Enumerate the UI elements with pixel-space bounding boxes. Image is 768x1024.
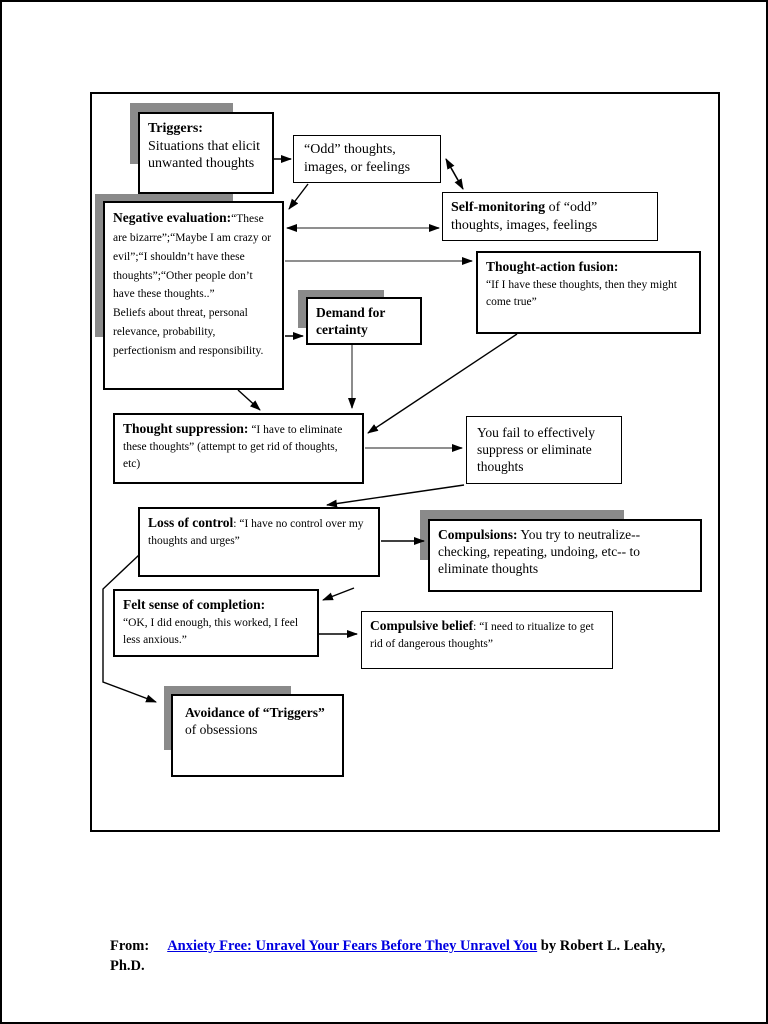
odd-thoughts-box: “Odd” thoughts, images, or feelings — [293, 135, 441, 183]
loss-of-control-text: Loss of control — [148, 515, 234, 530]
thought-suppression-text: “I have to eliminate these thoughts” (at… — [123, 424, 343, 470]
caption-author: by Robert L. Leahy, Ph.D. — [110, 938, 666, 975]
fail-suppress-box: You fail to effectively suppress or elim… — [466, 416, 622, 484]
avoidance-text: Avoidance of “Triggers” — [185, 705, 325, 720]
demand-certainty-text: Demand for certainty — [316, 305, 386, 337]
compulsive-belief-text: Compulsive belief — [370, 618, 474, 633]
triggers-text: Triggers: — [148, 121, 203, 136]
thought-suppression-text: Thought suppression: — [123, 421, 249, 436]
self-monitoring-box: Self-monitoring of “odd” thoughts, image… — [442, 192, 658, 241]
triggers-text: Situations that elicit unwanted thoughts — [148, 138, 260, 172]
self-monitoring-text: Self-monitoring — [451, 200, 546, 215]
compulsive-belief-box: Compulsive belief: “I need to ritualize … — [361, 611, 613, 669]
negative-evaluation-text: “These are bizarre”;“Maybe I am crazy or… — [113, 213, 272, 301]
thought-action-fusion-text: “If I have these thoughts, then they mig… — [486, 278, 677, 308]
triggers-box: Triggers: Situations that elicit unwanted… — [138, 112, 274, 194]
loss-of-control-text: : “I have no control over my thoughts an… — [148, 518, 364, 547]
demand-certainty-box: Demand for certainty — [306, 297, 422, 345]
avoidance-box: Avoidance of “Triggers” of obsessions — [171, 694, 344, 777]
negative-evaluation-text: Beliefs about threat, personal relevance… — [113, 307, 264, 358]
odd-thoughts-text: “Odd” thoughts, images, or feelings — [304, 142, 411, 175]
compulsions-text: You try to neutralize-- checking, repeat… — [438, 527, 641, 576]
negative-evaluation-box: Negative evaluation:“These are bizarre”;… — [103, 201, 284, 390]
thought-action-fusion-text: Thought-action fusion: — [486, 259, 619, 274]
self-monitoring-text: of “odd” thoughts, images, feelings — [451, 200, 598, 233]
compulsions-box: Compulsions: You try to neutralize-- che… — [428, 519, 702, 592]
caption-from-label: From: — [110, 938, 150, 954]
source-caption: From: Anxiety Free: Unravel Your Fears Be… — [110, 936, 670, 977]
loss-of-control-box: Loss of control: “I have no control over… — [138, 507, 380, 577]
felt-completion-text: “OK, I did enough, this worked, I feel l… — [123, 616, 299, 646]
felt-completion-text: Felt sense of completion: — [123, 597, 266, 612]
thought-suppression-box: Thought suppression: “I have to eliminat… — [113, 413, 364, 484]
thought-action-fusion-box: Thought-action fusion: “If I have these t… — [476, 251, 701, 334]
compulsive-belief-text: : “I need to ritualize to get rid of dan… — [370, 621, 594, 650]
diagram-frame — [90, 92, 720, 832]
avoidance-text: of obsessions — [185, 721, 258, 737]
source-book-link[interactable]: Anxiety Free: Unravel Your Fears Before … — [167, 938, 538, 954]
fail-suppress-text: You fail to effectively suppress or elim… — [477, 425, 595, 474]
negative-evaluation-text: Negative evaluation: — [113, 210, 232, 225]
felt-completion-box: Felt sense of completion: “OK, I did enou… — [113, 589, 319, 657]
compulsions-text: Compulsions: — [438, 527, 518, 542]
